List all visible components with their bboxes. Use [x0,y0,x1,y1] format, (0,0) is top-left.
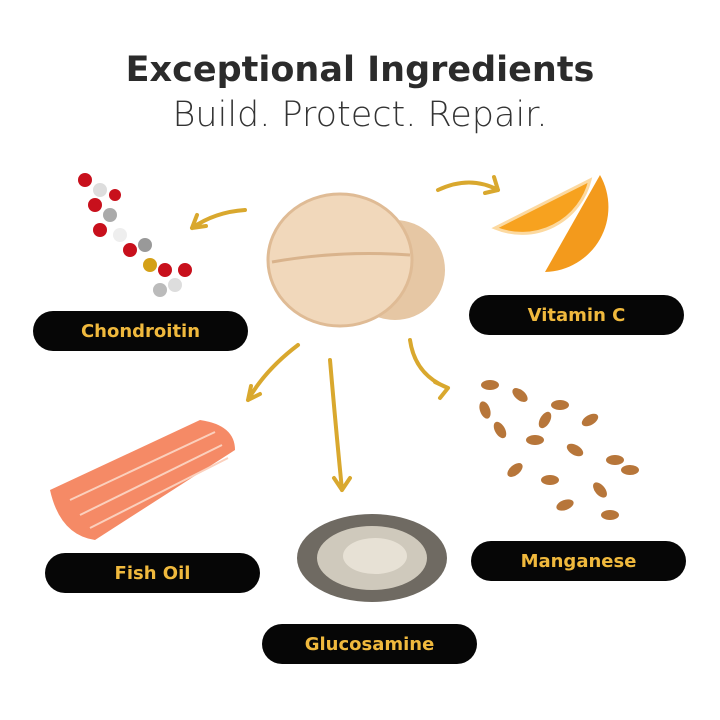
arrow-icon [190,208,247,230]
tablet-icon [266,192,445,328]
arrow-icon [436,175,500,195]
oyster-icon [297,514,447,602]
page-title: Exceptional Ingredients [125,50,595,90]
arrow-icon [328,358,352,492]
label-chondroitin: Chondroitin [33,311,248,351]
label-glucosamine: Glucosamine [262,624,477,664]
almonds-icon [479,380,639,520]
molecule-icon [78,173,192,297]
label-fish-oil: Fish Oil [45,553,260,593]
label-vitamin-c: Vitamin C [469,295,684,335]
arrows [190,175,500,492]
salmon-fillet-icon [50,420,235,540]
orange-slice-icon [491,175,609,272]
label-manganese: Manganese [471,541,686,581]
arrow-icon [408,338,450,400]
arrow-icon [246,343,300,402]
page-subtitle: Build. Protect. Repair. [172,95,548,135]
